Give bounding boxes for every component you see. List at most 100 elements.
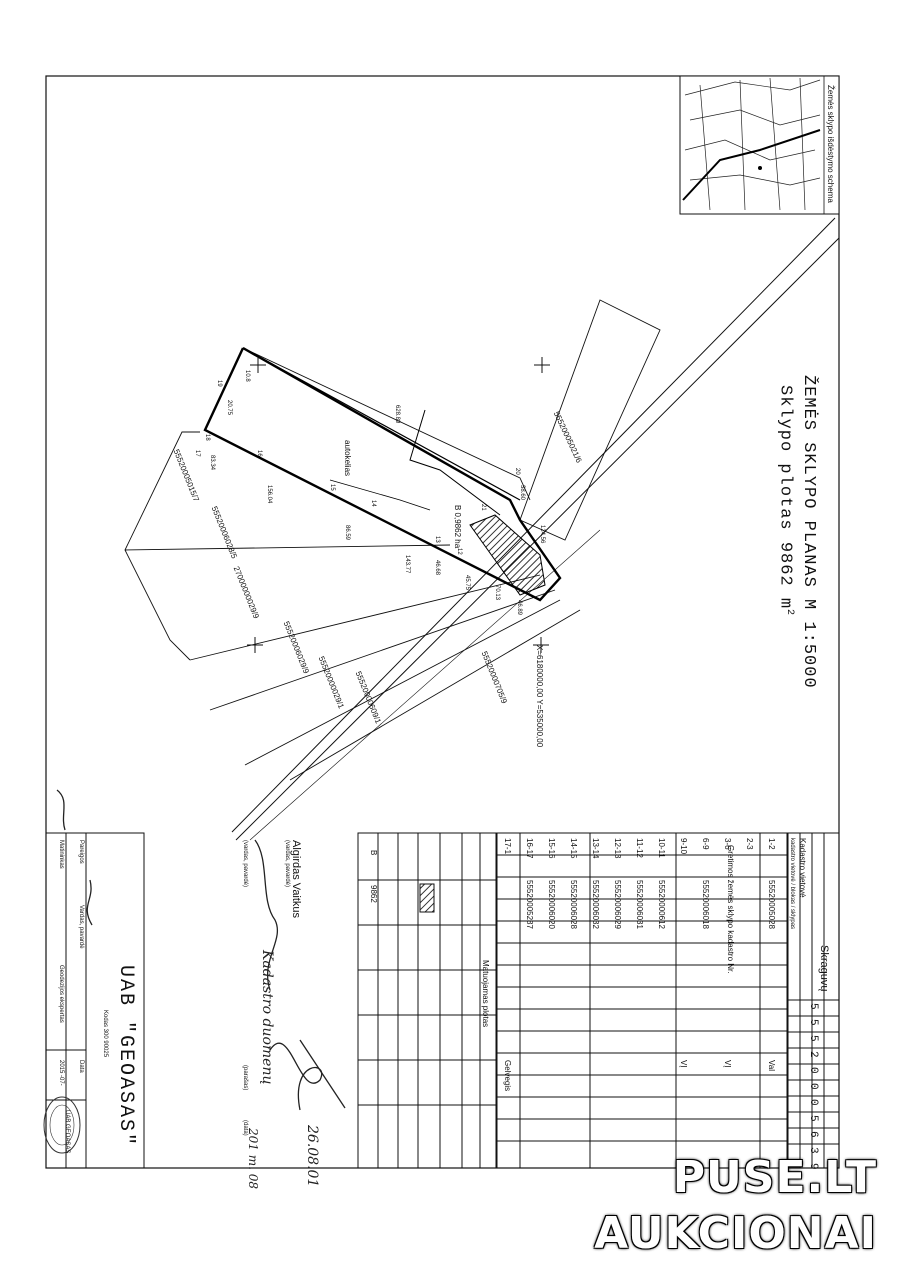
dimension-label: 628.89 bbox=[394, 405, 400, 424]
cadastral-digit: 0 bbox=[807, 1067, 819, 1074]
bounds-row-cadastral: 55520006032 bbox=[591, 880, 600, 929]
dimension-label: 156.04 bbox=[266, 485, 272, 504]
subject-parcel bbox=[203, 346, 562, 602]
bounds-row-segment: 17-1 bbox=[503, 838, 512, 855]
signature-marks bbox=[56, 789, 346, 1111]
bounds-row-cadastral: 55520006031 bbox=[635, 880, 644, 929]
dimension-label: 13 bbox=[434, 536, 440, 543]
dimension-label: 12 bbox=[456, 548, 462, 555]
plan-title: ŽEMĖS SKLYPO PLANAS M 1:5000 bbox=[799, 375, 818, 689]
stamp-text: UAB GEOASAS bbox=[64, 1110, 70, 1154]
road-label: autokelias bbox=[343, 440, 352, 477]
cadastral-digit: 0 bbox=[807, 1083, 819, 1090]
area-line: Sklypo plotas 9862 m2 bbox=[775, 385, 795, 616]
bounds-row-cadastral: 55520005028 bbox=[767, 880, 776, 929]
company-row-label: Pareigos bbox=[78, 840, 84, 864]
company-row-value: Geodezijos ekspertas bbox=[58, 965, 64, 1023]
handwritten-extra: 201 m. 08 bbox=[246, 1128, 260, 1189]
bounds-row-segment: 1-2 bbox=[767, 838, 776, 850]
bounds-row-segment: 13-14 bbox=[591, 838, 600, 859]
dimension-label: 20 bbox=[514, 468, 520, 475]
dimension-label: 19 bbox=[216, 380, 222, 387]
owner-role: (vardas, pavardė) bbox=[242, 840, 248, 888]
bounds-row-note: VĮ bbox=[679, 1060, 688, 1068]
parcel-outlines bbox=[124, 299, 661, 781]
cadastral-region-label: Kadastro vietovė bbox=[798, 838, 807, 898]
dimension-label: 17 bbox=[194, 450, 200, 457]
bounds-row-cadastral: 55520000612 bbox=[657, 880, 666, 929]
dimension-label: 10.8 bbox=[244, 370, 250, 382]
dimension-label: 18 bbox=[204, 434, 210, 441]
owner-row-value: 9862 bbox=[369, 885, 378, 903]
bounds-row-segment: 10-11 bbox=[657, 838, 666, 858]
cadastral-digit: 5 bbox=[807, 1019, 819, 1026]
dimension-label: 21 bbox=[480, 504, 486, 511]
grid-crosses bbox=[247, 357, 550, 653]
cadastral-digit: 5 bbox=[807, 1035, 819, 1042]
cadastral-digit: 0 bbox=[807, 1099, 819, 1106]
bounds-row-cadastral: 55520006028 bbox=[569, 880, 578, 929]
bounds-row-segment: 12-13 bbox=[613, 838, 622, 859]
watermark-line-2: AUKCIONAI bbox=[594, 1208, 877, 1259]
bounds-row-segment: 3-6 bbox=[723, 838, 732, 850]
cadastral-digit: 5 bbox=[807, 1003, 819, 1010]
dimension-label: 46.89 bbox=[516, 600, 522, 616]
cadastral-digit: 2 bbox=[807, 1051, 819, 1058]
bounds-row-cadastral: 55520006029 bbox=[613, 880, 622, 929]
bounds-table-title: Gretimos žemės sklypo kadastro Nr. bbox=[726, 845, 735, 974]
bounds-row-segment: 2-3 bbox=[745, 838, 754, 850]
owner-table-header: Matuojamas plotas bbox=[481, 960, 490, 1028]
bounds-row-segment: 6-9 bbox=[701, 838, 710, 850]
bounds-row-segment: 16-17 bbox=[525, 838, 534, 859]
cadastral-digit: 6 bbox=[807, 1131, 819, 1138]
signature-role: (parašas) bbox=[242, 1065, 248, 1091]
company-row-label: Matininkas bbox=[58, 840, 64, 869]
coordinate-note: X=6180000,00 Y=535000,00 bbox=[535, 645, 544, 748]
bounds-row-note: VĮ bbox=[723, 1060, 732, 1068]
cadastral-number-label: kadastro vietovė / blokas / sklypas bbox=[789, 838, 795, 930]
dimension-label: 46.68 bbox=[434, 560, 440, 576]
sheet-border bbox=[45, 75, 840, 1169]
tables-frame bbox=[45, 832, 840, 1169]
watermark-line-1: PUSE.LT bbox=[672, 1152, 877, 1203]
area-superscript: 2 bbox=[784, 609, 795, 617]
company-row-value: Vardas, pavardė bbox=[78, 905, 84, 949]
bounds-row-segment: 11-12 bbox=[635, 838, 644, 858]
bounds-row-note: Val bbox=[767, 1060, 776, 1071]
dimension-label: 124.56 bbox=[539, 525, 545, 544]
dimension-label: 86.59 bbox=[344, 525, 350, 541]
dimension-label: 15 bbox=[329, 484, 335, 491]
dimension-label: 83.34 bbox=[209, 455, 215, 471]
dimension-label: 14 bbox=[370, 500, 376, 507]
handwritten-date: 26.08.01 bbox=[304, 1125, 320, 1188]
dimension-label: 45.75 bbox=[464, 575, 470, 591]
surveyor-name: Algirdas Vaitkus bbox=[290, 840, 302, 919]
dimension-label: 143.77 bbox=[404, 555, 410, 574]
owner-row-b: B bbox=[369, 850, 378, 856]
bounds-row-cadastral: 55520005287 bbox=[525, 880, 534, 929]
surveyor-role: (vardas, pavardė) bbox=[284, 840, 290, 888]
bounds-row-cadastral: 55520006020 bbox=[547, 880, 556, 929]
inset-label: Žemės sklypo išdėstymo schema bbox=[826, 85, 835, 203]
owner-line: Kadastro duomenų bbox=[259, 950, 275, 1085]
company-row-date: 2015 -07- bbox=[58, 1060, 64, 1086]
bounds-row-note: Gelvegis bbox=[503, 1060, 512, 1092]
dimension-label: 38.60 bbox=[519, 485, 525, 501]
area-label: Sklypo plotas 9862 m bbox=[775, 385, 795, 610]
dimension-label: 70.13 bbox=[494, 585, 500, 601]
cadastral-region: Skraguvų bbox=[818, 945, 830, 992]
company-name: UAB "GEOASAS" bbox=[114, 965, 137, 1148]
bounds-row-cadastral: 55520006018 bbox=[701, 880, 710, 929]
dimension-label: 16 bbox=[256, 450, 262, 457]
bounds-row-segment: 14-15 bbox=[569, 838, 578, 859]
cadastral-digit: 5 bbox=[807, 1115, 819, 1122]
parcel-area: B 0,9862 ha bbox=[453, 505, 462, 549]
dimension-label: 20.75 bbox=[226, 400, 232, 416]
company-row-date: Data bbox=[78, 1060, 84, 1073]
bounds-row-segment: 9-10 bbox=[679, 838, 688, 855]
inset-map bbox=[679, 75, 840, 215]
company-address: Kodas 300 90025 bbox=[102, 1010, 108, 1058]
bounds-row-segment: 15-16 bbox=[547, 838, 556, 859]
